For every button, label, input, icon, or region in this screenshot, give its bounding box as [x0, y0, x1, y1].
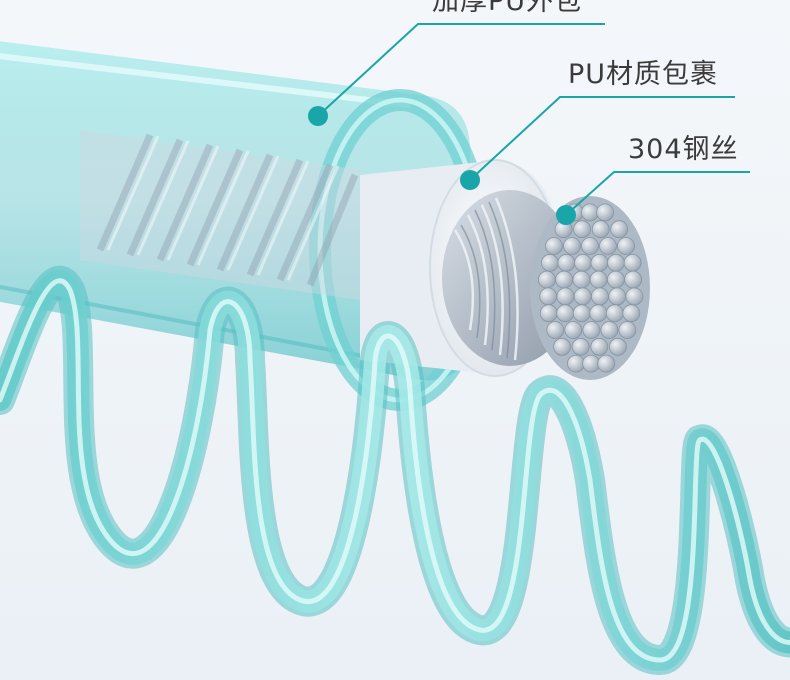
- steel-wire-cross-section: [530, 196, 650, 380]
- steel-wire-end: [624, 270, 642, 289]
- steel-wire-end: [581, 237, 599, 255]
- steel-wire-end: [607, 253, 625, 272]
- steel-wire-end: [546, 321, 565, 339]
- steel-wire-end: [538, 270, 556, 289]
- steel-wire-end: [582, 354, 600, 373]
- steel-wire-end: [589, 304, 608, 323]
- steel-wire-end: [591, 220, 610, 239]
- steel-wire-end: [617, 237, 635, 255]
- steel-wire-end: [571, 337, 590, 356]
- steel-wire-end: [609, 337, 627, 356]
- steel-wire-end: [600, 321, 619, 339]
- steel-wire-end: [545, 237, 563, 255]
- steel-wire-end: [556, 287, 575, 306]
- steel-wire-end: [590, 253, 609, 272]
- steel-wire-end: [539, 304, 558, 323]
- steel-wire-end: [607, 270, 625, 289]
- steel-wire-end: [590, 337, 609, 356]
- callout-dot-icon: [308, 106, 328, 126]
- steel-wire-end: [541, 253, 559, 272]
- steel-wire-end: [591, 287, 609, 306]
- steel-wire-end: [564, 321, 583, 339]
- steel-wire-end: [567, 354, 585, 373]
- callout-dot-icon: [460, 170, 480, 190]
- callout-label-pu-material: PU材质包裹: [568, 59, 719, 90]
- steel-wire-end: [557, 253, 576, 272]
- callout-thick-pu-jacket: [308, 23, 605, 126]
- steel-wire-end: [581, 203, 599, 222]
- steel-wire-end: [589, 270, 608, 289]
- spiral-coil: [0, 266, 790, 676]
- steel-wire-end: [553, 337, 571, 356]
- callout-dot-icon: [556, 205, 576, 225]
- callout-pu-material: [460, 96, 735, 190]
- steel-wire-end: [610, 220, 629, 239]
- steel-wire-end: [539, 287, 558, 306]
- steel-wire-end: [573, 287, 592, 306]
- steel-wire-end: [574, 253, 592, 272]
- inner-twisted-wire: [80, 130, 360, 300]
- steel-wire-end: [555, 270, 573, 289]
- steel-wire-end: [608, 287, 627, 306]
- steel-wire-end: [618, 321, 637, 339]
- steel-wire-end: [582, 321, 601, 339]
- steel-wire-end: [597, 354, 616, 373]
- steel-wire-end: [623, 253, 642, 272]
- steel-wire-end: [572, 304, 591, 323]
- callout-label-304-steel-wire: 304钢丝: [628, 134, 739, 165]
- steel-wire-end: [622, 304, 641, 323]
- steel-wire-end: [596, 203, 614, 222]
- steel-wire-end: [605, 304, 624, 323]
- steel-wire-end: [556, 304, 575, 323]
- steel-wire-end: [599, 237, 617, 255]
- steel-wire-end: [572, 270, 591, 289]
- steel-wire-end: [573, 220, 591, 239]
- callout-label-thick-pu-jacket: 加厚PU外包: [432, 0, 583, 17]
- steel-wire-end: [563, 237, 581, 255]
- callout-304-steel-wire: [556, 171, 750, 225]
- steel-wire-end: [625, 287, 644, 306]
